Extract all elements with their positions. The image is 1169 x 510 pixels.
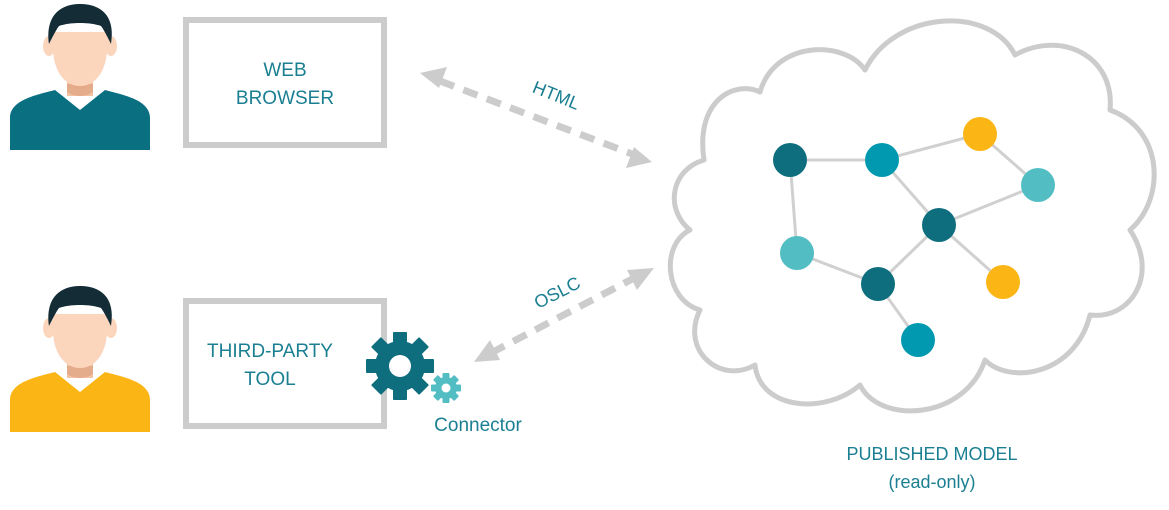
graph-node [963, 117, 997, 151]
third-party-tool-box [183, 298, 387, 429]
web-user-neck-shadow [67, 84, 93, 96]
web-user-face [53, 32, 107, 86]
web-browser-label-line2: BROWSER [236, 88, 334, 109]
graph-node [773, 143, 807, 177]
web-user-shirt [10, 90, 150, 150]
published-model-label-line2: (read-only) [888, 472, 975, 492]
graph-edge [938, 183, 1039, 227]
graph-nodes [773, 117, 1055, 357]
tool-user-ear-left [43, 318, 55, 338]
graph-edges [788, 132, 1039, 341]
large-gear-icon [366, 332, 434, 400]
web-user-ear-right [105, 36, 117, 56]
tool-user-neck-shadow [67, 366, 93, 378]
oslc-arrowhead-left [474, 340, 500, 362]
oslc-arrowhead-right [627, 268, 654, 290]
html-link-arrow [420, 67, 652, 168]
third-party-tool-label-line1: THIRD-PARTY [207, 341, 333, 362]
tool-user-shirt [10, 372, 150, 432]
tool-user-avatar [10, 286, 150, 432]
graph-node [1021, 168, 1055, 202]
small-gear-icon [431, 373, 461, 403]
html-link-label: HTML [530, 77, 583, 114]
graph-node [865, 143, 899, 177]
graph-node [986, 265, 1020, 299]
web-user-avatar [10, 4, 150, 150]
web-user-ear-left [43, 36, 55, 56]
html-arrowhead-right [626, 147, 652, 168]
third-party-tool-label-line2: TOOL [244, 369, 295, 390]
connector-label: Connector [434, 415, 522, 436]
tool-user-hair [48, 286, 112, 326]
published-model-cloud [667, 18, 1157, 414]
oslc-link-arrow [474, 268, 654, 362]
web-browser-box [183, 17, 387, 148]
tool-user-face [53, 314, 107, 368]
web-browser-label-line1: WEB [263, 60, 306, 81]
tool-user-ear-right [105, 318, 117, 338]
graph-node [922, 208, 956, 242]
oslc-link-label: OSLC [531, 273, 584, 313]
graph-node [780, 236, 814, 270]
published-model-label-line1: PUBLISHED MODEL [846, 444, 1017, 464]
graph-node [901, 323, 935, 357]
graph-node [861, 267, 895, 301]
html-arrowhead-left [420, 67, 447, 88]
web-user-hair [48, 4, 112, 44]
